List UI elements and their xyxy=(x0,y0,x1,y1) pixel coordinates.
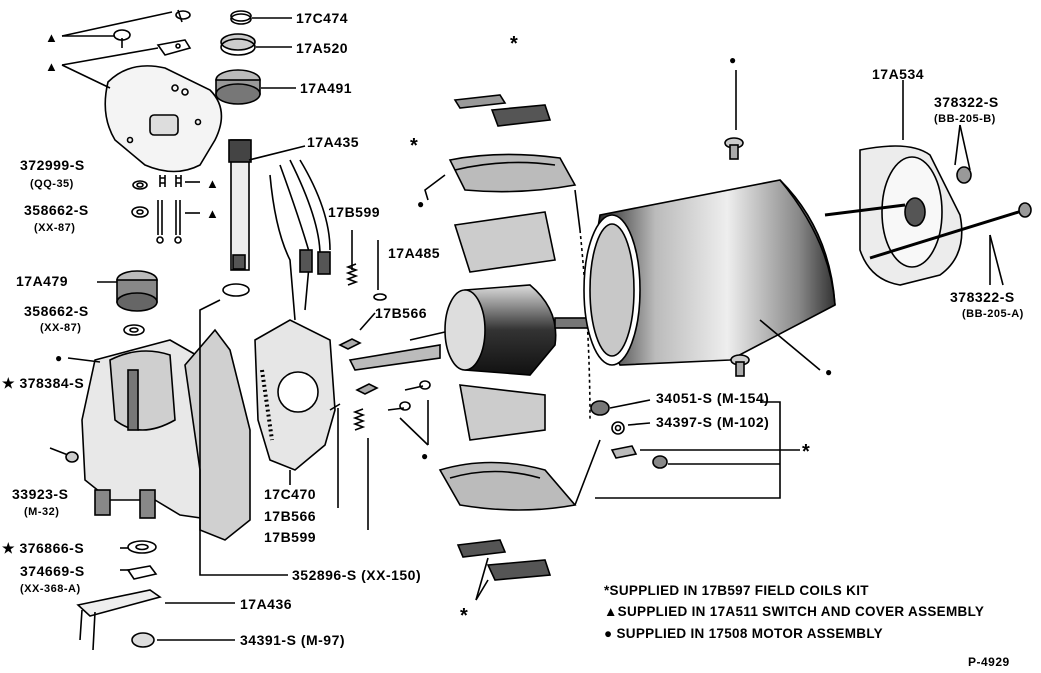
star-marker: * xyxy=(802,441,810,463)
label-358662-b: 358662-S xyxy=(24,303,89,319)
label-34391: 34391-S (M-97) xyxy=(240,632,346,648)
label-376866-text: 376866-S xyxy=(19,540,85,556)
label-378322-a: 378322-S xyxy=(950,289,1015,305)
switch-contact-plate xyxy=(156,39,192,56)
label-378322-b: 378322-S xyxy=(934,94,999,110)
dot-marker: ● xyxy=(825,365,832,379)
legend-motor-assembly: ● SUPPLIED IN 17508 MOTOR ASSEMBLY xyxy=(604,626,883,641)
label-17c470: 17C470 xyxy=(264,486,317,502)
label-34397: 34397-S (M-102) xyxy=(656,414,770,430)
label-17a479: 17A479 xyxy=(16,273,69,289)
triangle-marker: ▲ xyxy=(45,30,58,45)
label-33923-sub: (M-32) xyxy=(24,506,60,518)
label-372999-sub: (QQ-35) xyxy=(30,178,74,190)
star-marker: * xyxy=(510,33,518,55)
star-marker: ★ xyxy=(2,375,16,391)
label-17c474: 17C474 xyxy=(296,10,349,26)
label-17a534: 17A534 xyxy=(872,66,925,82)
figure-id: P-4929 xyxy=(968,655,1010,669)
label-34051: 34051-S (M-154) xyxy=(656,390,770,406)
label-358662-a-sub: (XX-87) xyxy=(34,222,76,234)
triangle-marker: ▲ xyxy=(206,176,219,191)
label-352896: 352896-S (XX-150) xyxy=(292,567,422,583)
dot-marker: ● xyxy=(417,197,424,211)
star-marker: ★ xyxy=(2,540,16,556)
label-17b599-top: 17B599 xyxy=(328,204,381,220)
label-17a491: 17A491 xyxy=(300,80,353,96)
label-374669-sub: (XX-368-A) xyxy=(20,583,81,595)
star-marker: * xyxy=(460,605,468,627)
legend-switch-cover: ▲SUPPLIED IN 17A511 SWITCH AND COVER ASS… xyxy=(604,604,985,619)
label-33923: 33923-S xyxy=(12,486,69,502)
label-378322-b-sub: (BB-205-B) xyxy=(934,113,996,125)
label-378384: ★ 378384-S xyxy=(2,375,84,392)
cover-screw-mid xyxy=(113,29,131,48)
label-358662-b-sub: (XX-87) xyxy=(40,322,82,334)
cover-screw-top xyxy=(175,9,191,23)
label-378384-text: 378384-S xyxy=(19,375,85,391)
label-17b599-bottom: 17B599 xyxy=(264,529,317,545)
label-17b566-top: 17B566 xyxy=(375,305,428,321)
triangle-marker: ▲ xyxy=(206,206,219,221)
dot-marker: ● xyxy=(729,53,736,67)
label-17a520: 17A520 xyxy=(296,40,349,56)
label-374669: 374669-S xyxy=(20,563,85,579)
label-358662-a: 358662-S xyxy=(24,202,89,218)
dot-marker: ● xyxy=(421,449,428,463)
label-372999: 372999-S xyxy=(20,157,85,173)
legend-field-coils: *SUPPLIED IN 17B597 FIELD COILS KIT xyxy=(604,583,869,598)
star-marker: * xyxy=(410,135,418,157)
label-17a435: 17A435 xyxy=(307,134,360,150)
label-17a485: 17A485 xyxy=(388,245,441,261)
triangle-marker: ▲ xyxy=(45,59,58,74)
label-376866: ★ 376866-S xyxy=(2,540,84,557)
label-378322-a-sub: (BB-205-A) xyxy=(962,308,1024,320)
label-17b566-bottom: 17B566 xyxy=(264,508,317,524)
dot-marker: ● xyxy=(55,351,62,365)
label-17a436: 17A436 xyxy=(240,596,293,612)
